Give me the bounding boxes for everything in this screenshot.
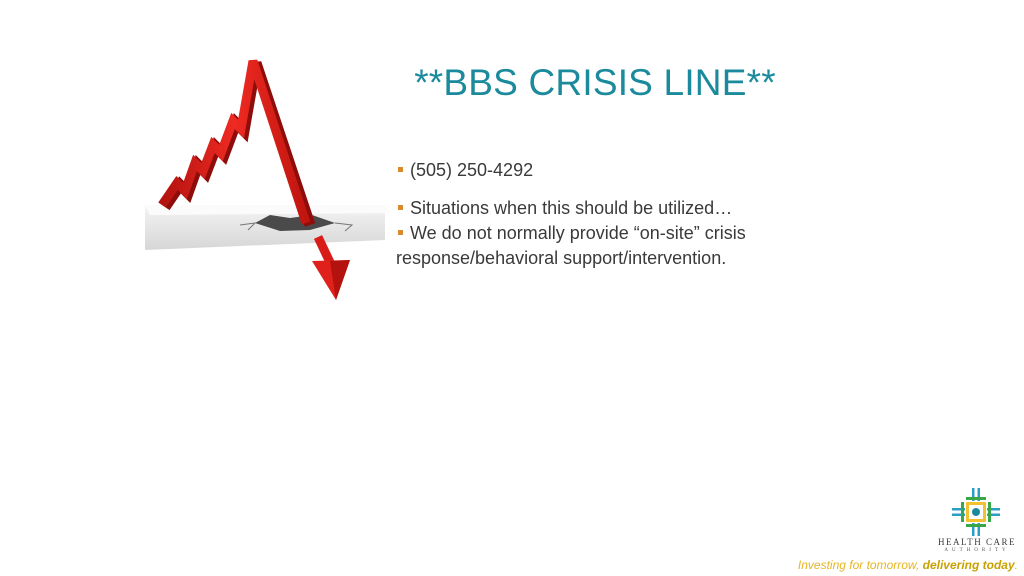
bullet-phone: (505) 250-4292 xyxy=(396,158,816,183)
bullet-marker xyxy=(398,230,403,236)
logo-text-secondary: AUTHORITY xyxy=(944,548,1010,553)
bullet-text: response/behavioral support/intervention… xyxy=(396,248,727,268)
bullet-marker xyxy=(398,167,403,173)
slide-title: **BBS CRISIS LINE** xyxy=(414,62,776,103)
bullet-marker xyxy=(398,205,403,211)
falling-arrow-illustration xyxy=(145,59,390,300)
bullet-situations: Situations when this should be utilized… xyxy=(396,196,816,221)
phone-number: (505) 250-4292 xyxy=(410,160,534,180)
bullet-text: We do not normally provide “on-site” cri… xyxy=(410,223,746,243)
trend-line xyxy=(158,59,311,225)
bullet-onsite: We do not normally provide “on-site” cri… xyxy=(396,221,816,246)
health-care-authority-logo: HEALTH CARE AUTHORITY xyxy=(930,488,1024,560)
tagline-part2: delivering today xyxy=(922,558,1015,572)
logo-text-primary: HEALTH CARE xyxy=(938,537,1016,547)
floor-shape xyxy=(145,205,385,250)
bullet-text: Situations when this should be utilized… xyxy=(410,198,733,218)
tagline-end: . xyxy=(1014,558,1018,572)
crack-hole xyxy=(255,215,335,231)
tagline: Investing for tomorrow, delivering today… xyxy=(798,558,1018,572)
tagline-part1: Investing for tomorrow, xyxy=(797,558,920,572)
bullet-onsite-continued: response/behavioral support/intervention… xyxy=(396,246,816,271)
bullet-list: (505) 250-4292 Situations when this shou… xyxy=(396,158,816,271)
zia-sun-icon xyxy=(952,488,1000,536)
